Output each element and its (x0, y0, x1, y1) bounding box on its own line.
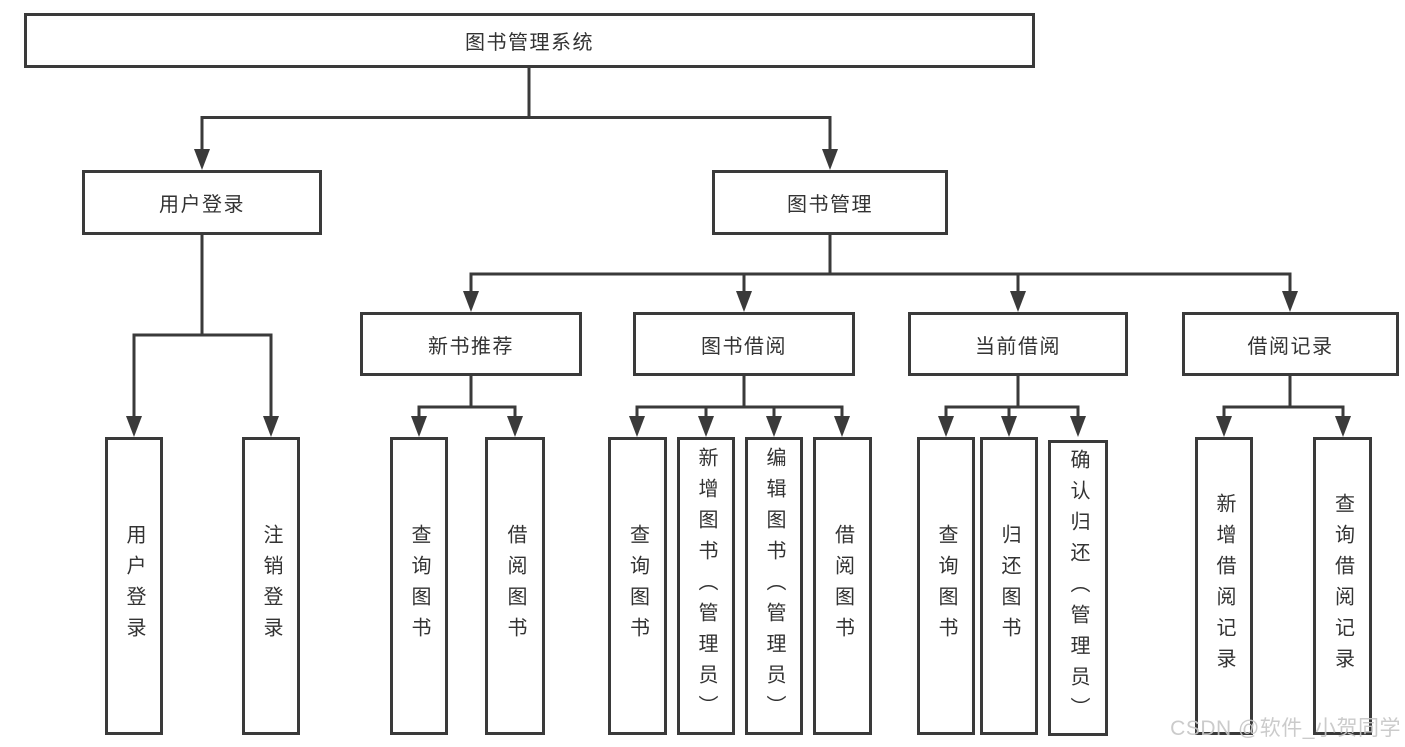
root-node: 图书管理系统 (24, 13, 1035, 68)
connector-new-book-rail (417, 405, 517, 416)
leaf-bb-query-books-label: 查询图书 (626, 524, 649, 648)
node-current-borrowing: 当前借阅 (908, 312, 1128, 376)
leaf-bb-add-books-admin: 新增图书（管理员） (677, 437, 735, 735)
node-user-login-label: 用户登录 (159, 194, 245, 216)
leaf-rec-query-books: 查询图书 (390, 437, 448, 735)
leaf-user-login: 用户登录 (105, 437, 163, 735)
arrow-br-add (1216, 416, 1232, 437)
watermark: CSDN @软件_小贺同学 (1170, 717, 1401, 740)
arrow-to-leaf-logout (263, 416, 279, 437)
leaf-br-query-record-label: 查询借阅记录 (1331, 493, 1354, 679)
connector-records-rail (1222, 405, 1345, 416)
arrow-to-book-borrow (736, 291, 752, 312)
leaf-bb-edit-books-admin-label: 编辑图书（管理员） (763, 446, 785, 726)
connector-book-mgmt-rail (469, 272, 1292, 291)
arrow-bb-query (629, 416, 645, 437)
arrow-to-new-book (463, 291, 479, 312)
arrow-br-query (1335, 416, 1351, 437)
node-new-book-recommend: 新书推荐 (360, 312, 582, 376)
node-user-login: 用户登录 (82, 170, 322, 235)
leaf-bb-add-books-admin-label: 新增图书（管理员） (695, 446, 717, 726)
node-borrowing-records: 借阅记录 (1182, 312, 1399, 376)
arrow-rec-query (411, 416, 427, 437)
leaf-cb-confirm-return-admin: 确认归还（管理员） (1048, 440, 1108, 736)
arrow-cb-query (938, 416, 954, 437)
connector-user-login-rail (132, 333, 273, 416)
leaf-cb-confirm-return-admin-label: 确认归还（管理员） (1067, 448, 1089, 728)
node-book-management-label: 图书管理 (787, 194, 873, 216)
arrow-cb-return (1001, 416, 1017, 437)
connector-root-rail (200, 116, 832, 150)
leaf-bb-query-books: 查询图书 (608, 437, 667, 735)
arrow-bb-borrow (834, 416, 850, 437)
leaf-rec-borrow-books: 借阅图书 (485, 437, 545, 735)
leaf-cb-return-books: 归还图书 (980, 437, 1038, 735)
arrow-to-book-mgmt (822, 149, 838, 170)
arrow-to-current-borrow (1010, 291, 1026, 312)
leaf-bb-borrow-books: 借阅图书 (813, 437, 872, 735)
arrow-to-records (1282, 291, 1298, 312)
node-borrowing-records-label: 借阅记录 (1247, 335, 1334, 358)
leaf-br-add-record: 新增借阅记录 (1195, 437, 1253, 735)
leaf-br-add-record-label: 新增借阅记录 (1213, 493, 1235, 679)
leaf-cb-query-books: 查询图书 (917, 437, 975, 735)
leaf-bb-edit-books-admin: 编辑图书（管理员） (745, 437, 803, 735)
leaf-rec-borrow-books-label: 借阅图书 (504, 524, 526, 648)
arrow-rec-borrow (507, 416, 523, 437)
arrow-to-leaf-user-login (126, 416, 142, 437)
root-node-label: 图书管理系统 (465, 32, 594, 54)
leaf-cb-query-books-label: 查询图书 (935, 524, 957, 648)
leaf-rec-query-books-label: 查询图书 (408, 524, 430, 648)
leaf-br-query-record: 查询借阅记录 (1313, 437, 1372, 735)
leaf-bb-borrow-books-label: 借阅图书 (831, 524, 854, 648)
arrow-bb-edit (766, 416, 782, 437)
node-book-borrowing-label: 图书借阅 (701, 335, 787, 358)
arrow-cb-confirm (1070, 416, 1086, 437)
leaf-cb-return-books-label: 归还图书 (998, 524, 1020, 648)
node-book-management: 图书管理 (712, 170, 948, 235)
leaf-user-login-label: 用户登录 (123, 524, 145, 648)
arrow-to-user-login (194, 149, 210, 170)
leaf-logout-label: 注销登录 (260, 524, 282, 648)
arrow-bb-add (698, 416, 714, 437)
node-current-borrowing-label: 当前借阅 (975, 335, 1061, 358)
leaf-logout: 注销登录 (242, 437, 300, 735)
connector-book-borrow-rail (635, 405, 844, 416)
node-book-borrowing: 图书借阅 (633, 312, 855, 376)
node-new-book-recommend-label: 新书推荐 (428, 335, 514, 358)
arrowheads (126, 149, 1351, 437)
connector-current-borrow-rail (944, 405, 1080, 416)
